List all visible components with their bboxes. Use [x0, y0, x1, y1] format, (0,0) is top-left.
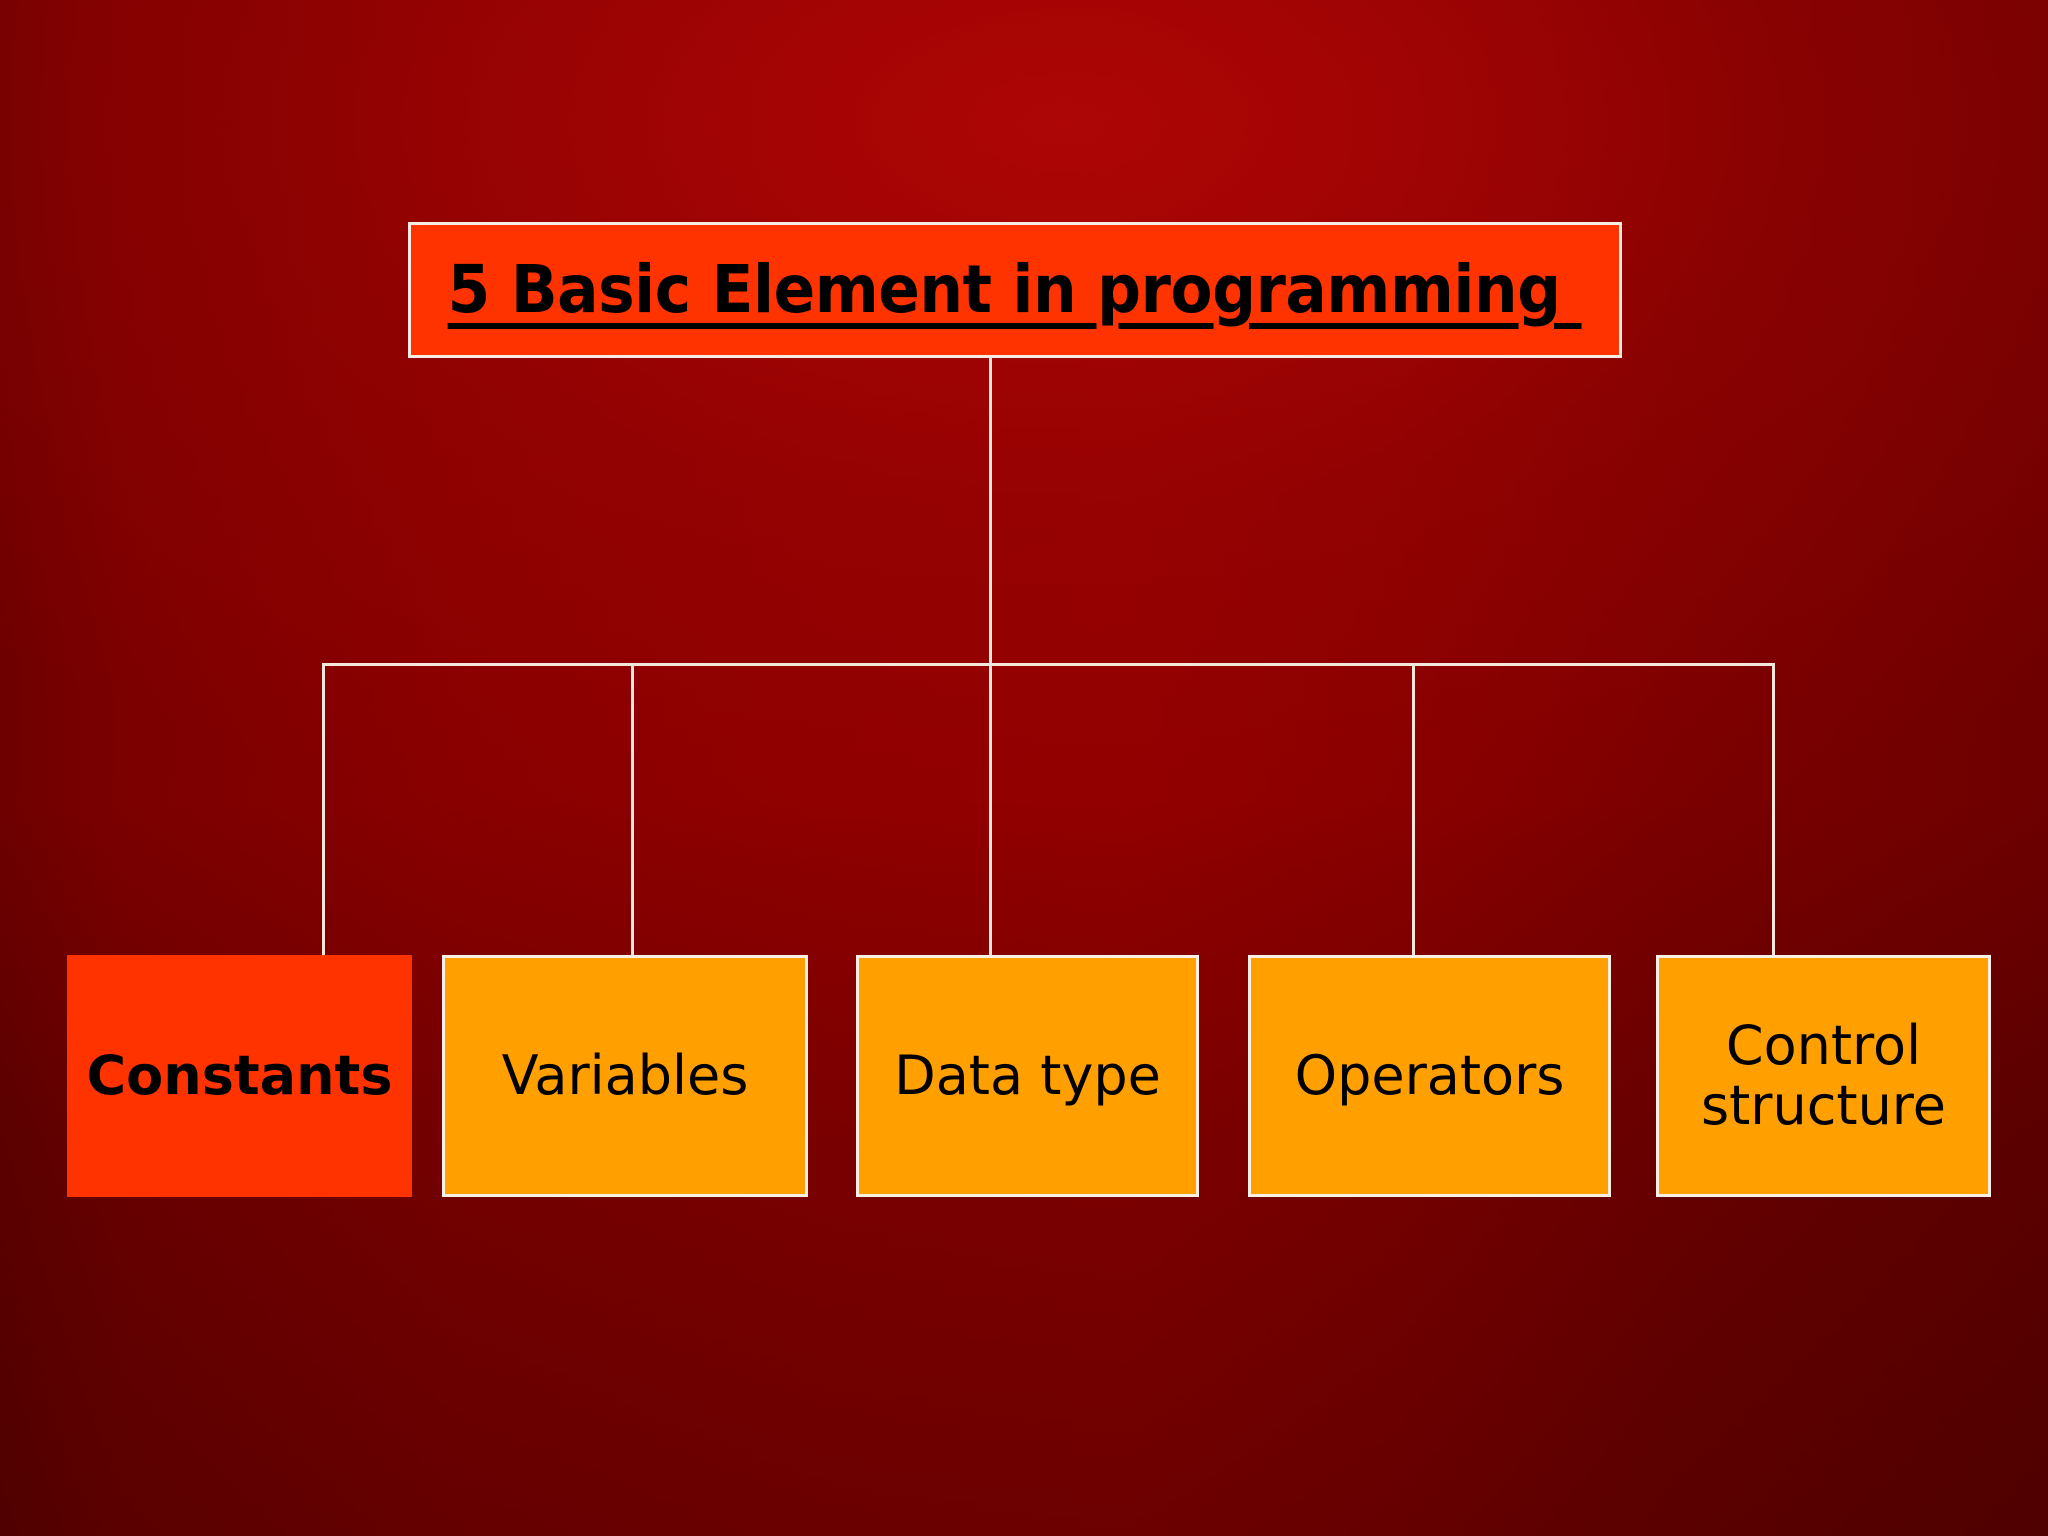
node-control-structure[interactable]: Control structure	[1656, 955, 1991, 1197]
page-title: 5 Basic Element in programming	[448, 251, 1582, 328]
node-operators[interactable]: Operators	[1248, 955, 1611, 1197]
connector-title-stem	[989, 357, 992, 955]
node-label-control-structure: Control structure	[1700, 1013, 1947, 1137]
node-label-operators: Operators	[1294, 1043, 1565, 1107]
node-variables[interactable]: Variables	[442, 955, 808, 1197]
node-constants[interactable]: Constants	[67, 955, 412, 1197]
connector-drop-variables	[631, 663, 634, 978]
connector-drop-constants	[322, 663, 325, 955]
connector-drop-operators	[1412, 663, 1415, 955]
node-data-type[interactable]: Data type	[856, 955, 1199, 1197]
connector-drop-control-structure	[1772, 663, 1775, 955]
node-label-constants: Constants	[86, 1043, 393, 1107]
node-label-variables: Variables	[501, 1043, 749, 1107]
title-box[interactable]: 5 Basic Element in programming	[408, 222, 1622, 358]
node-label-data-type: Data type	[894, 1043, 1161, 1107]
connector-horizontal-bus	[322, 663, 1775, 666]
